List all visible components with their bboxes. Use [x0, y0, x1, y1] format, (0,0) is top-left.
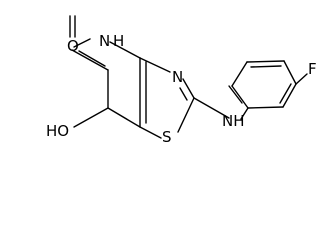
bond-n4-c3a	[109, 41, 141, 59]
bond-s-c2	[177, 97, 195, 133]
bond-ar6-ar1	[247, 106, 284, 109]
bond-c5-c6	[71, 49, 109, 71]
bonds	[69, 15, 308, 139]
bond-c5-c6-double	[78, 50, 106, 67]
bond-ar1-ar2-double	[228, 85, 243, 104]
atom-labels: O H N N F NH HO S	[46, 32, 317, 146]
atom-ring-nh-h: H	[113, 32, 124, 50]
atom-carbonyl-oxygen: O	[67, 37, 79, 55]
bond-ar5-ar6-double	[279, 83, 292, 104]
bond-aryl-f	[295, 73, 308, 85]
bond-c7a-s	[139, 126, 162, 139]
bond-ar5-ar6	[282, 83, 297, 108]
atom-amine-nh: NH	[222, 112, 245, 130]
atom-hydroxyl: HO	[46, 122, 69, 140]
atom-thiazole-nitrogen: N	[172, 68, 183, 86]
bond-nh-aryl	[240, 107, 249, 120]
bond-ar1-ar2	[231, 85, 249, 109]
bond-c2-nh	[193, 97, 230, 119]
chemical-structure-diagram: O H N N F NH HO S	[46, 15, 317, 146]
bond-ar2-ar3	[231, 61, 248, 87]
bond-n3-c2	[182, 78, 195, 99]
bond-n3-c2-double	[179, 87, 188, 101]
bond-ar3-ar4	[246, 60, 285, 63]
bond-ar3-ar4-double	[250, 65, 282, 68]
atom-ring-nitrogen-lower: N	[99, 32, 110, 50]
bond-c5-n4	[73, 38, 91, 48]
atom-fluorine: F	[308, 60, 317, 78]
atom-sulfur: S	[162, 128, 172, 146]
bond-c7-oh	[73, 107, 109, 128]
bond-c7-c7a	[107, 107, 141, 128]
bond-c3a-n3	[139, 57, 171, 73]
bond-ar4-ar5	[283, 60, 297, 85]
